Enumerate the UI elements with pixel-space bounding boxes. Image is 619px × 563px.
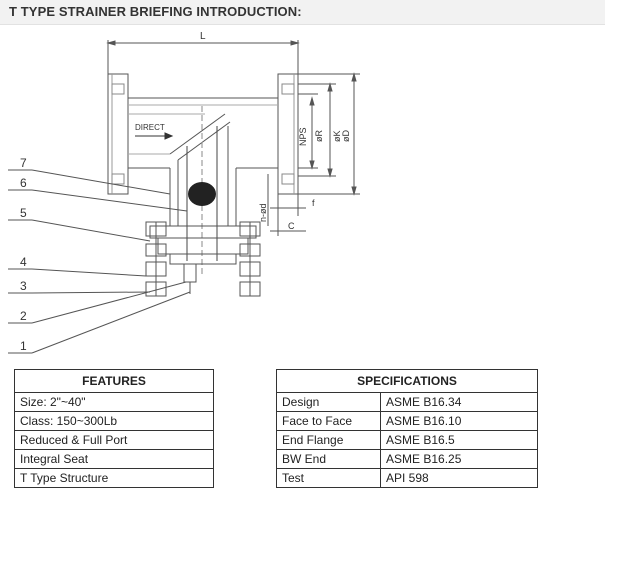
spec-value: ASME B16.34 [380, 392, 538, 412]
callout-1: 1 [20, 339, 27, 353]
dim-label-l: L [200, 31, 206, 42]
dim-label-k: øK [332, 130, 342, 142]
table-row: End Flange ASME B16.5 [276, 430, 538, 450]
feature-cell: Reduced & Full Port [14, 430, 214, 450]
feature-cell: T Type Structure [14, 468, 214, 488]
table-row: Integral Seat [14, 449, 214, 469]
features-table: FEATURES Size: 2"~40" Class: 150~300Lb R… [14, 369, 214, 488]
dim-label-nps: NPS [298, 127, 308, 146]
dim-label-d: øD [341, 130, 351, 142]
page-title: T TYPE STRAINER BRIEFING INTRODUCTION: [9, 4, 302, 19]
spec-value: API 598 [380, 468, 538, 488]
table-row: BW End ASME B16.25 [276, 449, 538, 469]
feature-cell: Integral Seat [14, 449, 214, 469]
page-header: T TYPE STRAINER BRIEFING INTRODUCTION: [0, 0, 605, 25]
table-row: Face to Face ASME B16.10 [276, 411, 538, 431]
dim-label-f: f [312, 198, 315, 208]
callout-5: 5 [20, 206, 27, 220]
strainer-diagram: 7 6 5 4 3 2 1 L DIRECT NPS øR øK øD n-ød… [8, 31, 360, 354]
callout-3: 3 [20, 279, 27, 293]
features-header-row: FEATURES [14, 369, 214, 393]
table-row: Class: 150~300Lb [14, 411, 214, 431]
table-row: Reduced & Full Port [14, 430, 214, 450]
feature-cell: Class: 150~300Lb [14, 411, 214, 431]
specifications-header: SPECIFICATIONS [276, 369, 538, 393]
spec-value: ASME B16.5 [380, 430, 538, 450]
table-row: Test API 598 [276, 468, 538, 488]
spec-name: End Flange [276, 430, 381, 450]
callout-6: 6 [20, 176, 27, 190]
direct-label: DIRECT [135, 123, 165, 132]
feature-cell: Size: 2"~40" [14, 392, 214, 412]
strainer-element [188, 182, 216, 206]
strainer-drawing: 7 6 5 4 3 2 1 L DIRECT NPS øR øK øD n-ød… [0, 26, 619, 358]
spec-name: Test [276, 468, 381, 488]
spec-value: ASME B16.10 [380, 411, 538, 431]
dim-label-r: øR [314, 130, 324, 142]
callout-4: 4 [20, 255, 27, 269]
spec-name: Design [276, 392, 381, 412]
spec-value: ASME B16.25 [380, 449, 538, 469]
callout-2: 2 [20, 309, 27, 323]
callout-7: 7 [20, 156, 27, 170]
spec-name: Face to Face [276, 411, 381, 431]
table-row: T Type Structure [14, 468, 214, 488]
dim-label-c: C [288, 221, 295, 231]
dim-label-nd: n-ød [258, 203, 268, 222]
table-row: Size: 2"~40" [14, 392, 214, 412]
specifications-header-row: SPECIFICATIONS [276, 369, 538, 393]
table-row: Design ASME B16.34 [276, 392, 538, 412]
features-header: FEATURES [14, 369, 214, 393]
spec-name: BW End [276, 449, 381, 469]
specifications-table: SPECIFICATIONS Design ASME B16.34 Face t… [276, 369, 538, 488]
